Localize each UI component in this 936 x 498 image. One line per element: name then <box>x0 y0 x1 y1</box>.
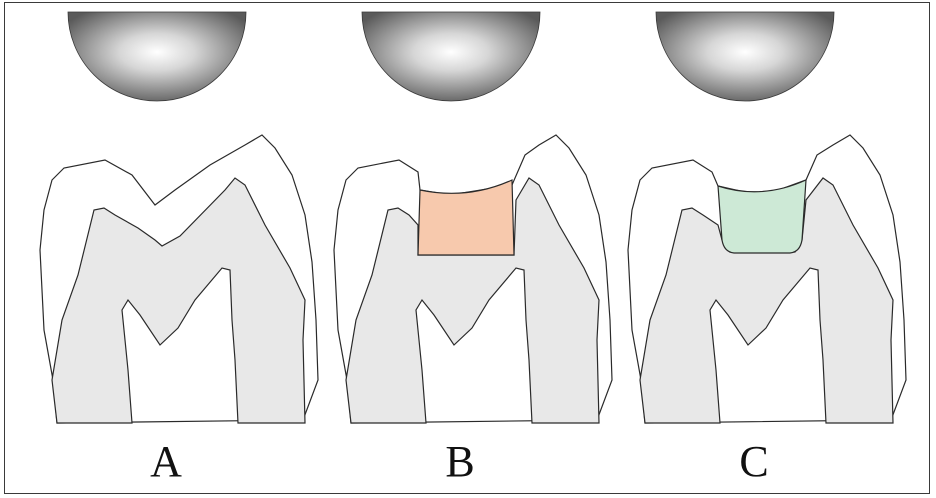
panel-a <box>40 12 318 423</box>
panel-label-b: B <box>420 440 500 484</box>
panel-label-a: A <box>126 440 206 484</box>
sphere-c <box>656 12 834 101</box>
sphere-a <box>68 12 246 101</box>
restoration-c <box>718 180 806 253</box>
restoration-b <box>418 180 514 255</box>
sphere-b <box>362 12 540 101</box>
panel-b <box>334 12 612 423</box>
panel-label-c: C <box>714 440 794 484</box>
panel-c <box>628 12 906 423</box>
